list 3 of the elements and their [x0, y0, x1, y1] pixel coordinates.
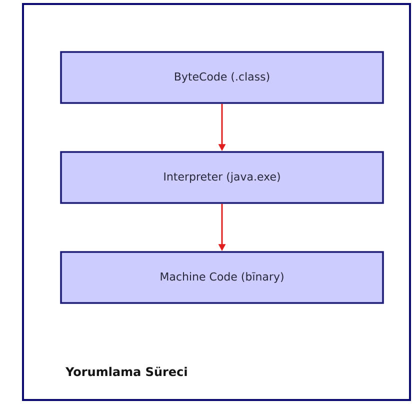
process-box: Machine Code (bīnary) — [60, 251, 384, 304]
process-box: Interpreter (java.exe) — [60, 151, 384, 204]
process-box: ByteCode (.class) — [60, 51, 384, 104]
